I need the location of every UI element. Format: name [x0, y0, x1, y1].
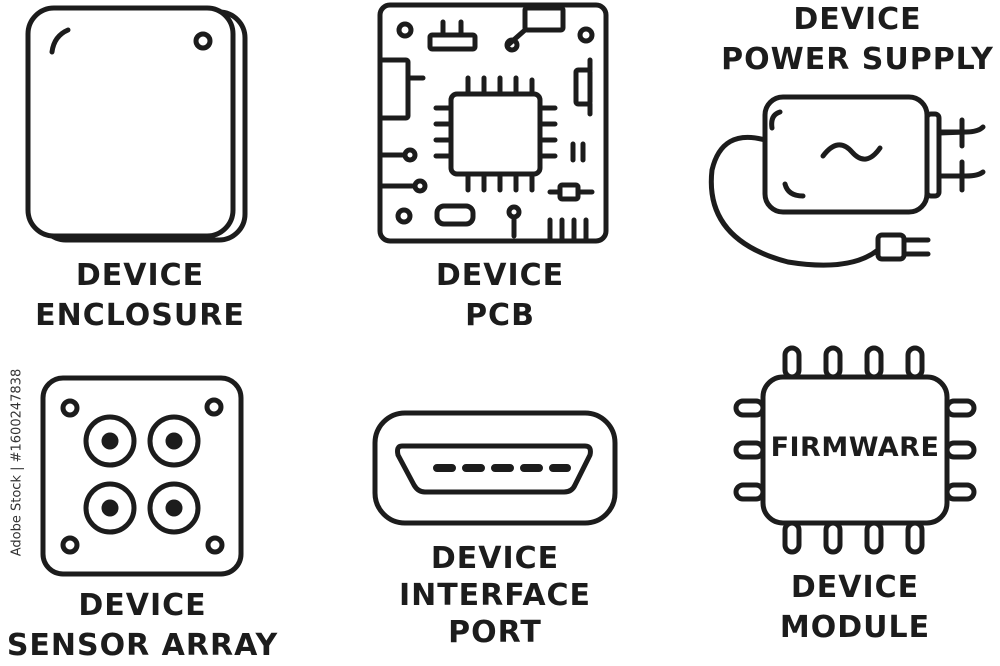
label-line: ENCLOSURE	[35, 298, 245, 333]
label-line: POWER SUPPLY	[721, 42, 994, 77]
device-enclosure-label: DEVICE ENCLOSURE	[15, 256, 265, 336]
label-line: DEVICE	[790, 570, 920, 605]
chip-module-icon	[733, 345, 977, 555]
label-line: DEVICE	[793, 2, 922, 37]
label-line: PCB	[465, 298, 535, 333]
label-line: INTERFACE	[398, 578, 592, 613]
label-line: SENSOR ARRAY	[6, 628, 279, 663]
label-line: MODULE	[779, 610, 931, 645]
device-power-supply-label: DEVICE POWER SUPPLY	[715, 0, 1000, 80]
label-line: PORT	[448, 615, 542, 650]
circuit-board-icon	[377, 2, 609, 244]
stock-watermark-id: Adobe Stock | #1600247838	[9, 368, 25, 557]
label-line: DEVICE	[430, 541, 560, 576]
device-sensor-array-label: DEVICE SENSOR ARRAY	[5, 586, 280, 666]
chip-label: FIRMWARE	[770, 432, 940, 463]
power-adapter-icon	[708, 94, 986, 268]
label-line: DEVICE	[78, 588, 207, 623]
device-enclosure-icon	[25, 5, 248, 243]
hdmi-port-icon	[372, 410, 618, 526]
device-pcb-label: DEVICE PCB	[375, 256, 625, 336]
device-module-label: DEVICE MODULE	[730, 568, 980, 648]
label-line: DEVICE	[435, 258, 565, 293]
sensor-array-icon	[40, 375, 244, 577]
device-interface-port-label: DEVICE INTERFACE PORT	[370, 540, 620, 651]
label-line: DEVICE	[75, 258, 205, 293]
